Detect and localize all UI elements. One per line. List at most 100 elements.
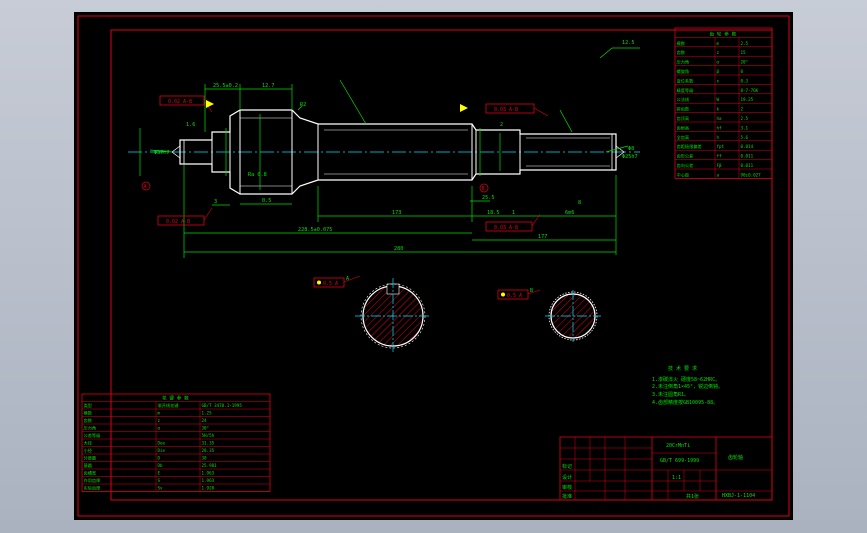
tol-4: 0.03 A-B bbox=[494, 225, 518, 231]
section-b-dim: Φ25h7 bbox=[622, 154, 638, 160]
note-3: 3.未注圆角R1。 bbox=[652, 391, 689, 398]
spline-table-cell: 基圆 bbox=[84, 462, 92, 469]
dim-d11: 280 bbox=[394, 246, 403, 252]
dim-d12: 177 bbox=[538, 234, 547, 240]
spline-table-cell: 小径 bbox=[84, 447, 92, 454]
spline-table-cell: 25.981 bbox=[202, 463, 218, 468]
gear-table-cell: 2.5 bbox=[741, 116, 749, 121]
note-2: 2.未注倒角1×45°，锐边倒钝。 bbox=[652, 383, 723, 390]
gear-table-cell: 螺旋角 bbox=[677, 68, 690, 75]
gear-table-cell: h bbox=[717, 135, 720, 140]
spline-table-cell: 1.25 bbox=[202, 411, 213, 416]
spline-table-cell: 大径 bbox=[84, 440, 92, 447]
gear-table-cell: 8-7-7GK bbox=[741, 88, 759, 93]
gear-table-cell: 5.6 bbox=[741, 135, 749, 140]
gear-table-cell: 3.1 bbox=[741, 125, 749, 130]
tolerance-frames: 0.02 A-B 0.03 A-B 0.02 A-B 0.03 A-B 0.5 … bbox=[157, 95, 549, 300]
dim-d16: 1.6 bbox=[186, 122, 195, 128]
tb-scale: 1:1 bbox=[672, 475, 681, 481]
outer-border bbox=[77, 15, 790, 517]
spline-table-cell: Sv bbox=[158, 486, 164, 491]
tech-notes: 技 术 要 求 1.渗碳淬火 硬度58~62HRC。 2.未注倒角1×45°，锐… bbox=[652, 365, 723, 406]
gear-table-cell: a bbox=[717, 172, 720, 177]
gear-table-cell: 90±0.027 bbox=[741, 172, 762, 177]
tb-part-name: 齿轮轴 bbox=[728, 454, 743, 461]
gear-table-cell: 齿数 bbox=[677, 49, 686, 56]
drawing-sheet bbox=[74, 12, 793, 520]
spline-table-title: 花 键 参 数 bbox=[162, 395, 189, 402]
spline-table-cell: 类型 bbox=[84, 402, 92, 409]
gear-table-cell: 15 bbox=[741, 50, 747, 55]
gear-table-cell: 压力角 bbox=[677, 59, 690, 66]
spline-table-cell: Dee bbox=[158, 441, 166, 446]
dimension-texts: 25.5±0.2 12.7 173 18.5 1 8 0.5 3 6m6 228… bbox=[154, 40, 638, 252]
gear-table-cell: 2 bbox=[741, 107, 744, 112]
section-a-view: A bbox=[346, 276, 431, 354]
spline-table-cell: 1.928 bbox=[202, 486, 215, 491]
spline-table-cell: Die bbox=[158, 448, 166, 453]
tb-material: 20CrMnTi bbox=[666, 443, 690, 449]
spline-table-cell: 齿数 bbox=[84, 417, 93, 424]
gear-table-cell: 0.011 bbox=[741, 154, 754, 159]
section-a-dim: Φ37H7 bbox=[154, 150, 170, 156]
gear-table-cell: 2.5 bbox=[741, 41, 749, 46]
dim-d2: 12.7 bbox=[262, 83, 275, 89]
spline-table-cell: m bbox=[158, 411, 161, 416]
gear-table-cell: ha bbox=[717, 116, 723, 121]
tb-standard: GB/T 699-1999 bbox=[660, 458, 699, 464]
tol-1: 0.02 A-B bbox=[168, 99, 192, 105]
spline-table-cell: 28.35 bbox=[202, 448, 215, 453]
dim-d14: Ra 0.8 bbox=[248, 172, 267, 178]
gear-table-cell: α bbox=[717, 60, 720, 65]
spline-table-cell: 公差等级 bbox=[84, 432, 102, 439]
gear-table-cell: fpt bbox=[717, 144, 725, 149]
spline-table-cell: GB/T 3478.1-1995 bbox=[202, 403, 243, 408]
gear-table-cell: ff bbox=[717, 154, 723, 159]
gear-table-title: 齿 轮 参 数 bbox=[710, 30, 737, 37]
gear-table-cell: 公法线 bbox=[677, 96, 690, 103]
gear-table-cell: m bbox=[717, 41, 720, 46]
gear-table-cell: 变位系数 bbox=[677, 77, 695, 84]
spline-table-cell: 1.963 bbox=[202, 471, 215, 476]
dim-d9: 6m6 bbox=[565, 210, 574, 216]
gear-table-cell: 19.25 bbox=[741, 97, 754, 102]
tol-2: 0.03 A-B bbox=[494, 107, 518, 113]
spline-table-cell: 作用齿厚 bbox=[84, 477, 101, 484]
spline-table-cell: 齿槽宽 bbox=[84, 470, 97, 477]
dim-d6: 8 bbox=[578, 200, 581, 206]
section-a-label: A bbox=[346, 276, 349, 282]
spline-table-cell: 31.35 bbox=[202, 441, 215, 446]
tb-approve: 批准 bbox=[562, 493, 572, 500]
spline-table-cell: 分度圆 bbox=[84, 455, 97, 462]
gear-table-cell: 齿形公差 bbox=[677, 153, 694, 160]
gear-table-cell: 齿向公差 bbox=[677, 162, 694, 169]
spline-table-cell: Db bbox=[158, 463, 164, 468]
spline-table-cell: 30° bbox=[202, 426, 210, 431]
surface-mark: 12.5 bbox=[622, 40, 635, 46]
gear-table-cell: 模数 bbox=[677, 40, 686, 47]
gear-table-cell: 0.3 bbox=[741, 78, 749, 83]
gear-table-cell: 精度等级 bbox=[677, 87, 695, 94]
gear-table-cell: 0 bbox=[741, 69, 744, 74]
dim-d10: 228.5±0.075 bbox=[298, 227, 332, 233]
gear-table-cell: 0.011 bbox=[741, 163, 754, 168]
gear-table-cell: β bbox=[717, 69, 720, 74]
spline-table-cell: S bbox=[158, 478, 161, 483]
tb-sheet: 共1张 bbox=[686, 493, 699, 500]
spline-table-cell: 实际齿厚 bbox=[84, 485, 101, 492]
datum-a: A bbox=[144, 184, 147, 190]
dim-d7: 0.5 bbox=[262, 198, 271, 204]
note-1: 1.渗碳淬火 硬度58~62HRC。 bbox=[652, 376, 720, 383]
gear-table-cell: 齿距极限偏差 bbox=[677, 143, 702, 150]
datum-labels: A B bbox=[141, 181, 489, 193]
gear-table-cell: 20° bbox=[741, 60, 749, 65]
tol-5: 0.5 A bbox=[323, 281, 338, 287]
dim-d8: 3 bbox=[214, 199, 217, 205]
spline-table-cell: 模数 bbox=[84, 410, 93, 417]
tol-6: 0.5 A bbox=[507, 293, 522, 299]
gear-table-cell: 中心距 bbox=[677, 171, 690, 178]
gear-table-cell: 0.014 bbox=[741, 144, 754, 149]
